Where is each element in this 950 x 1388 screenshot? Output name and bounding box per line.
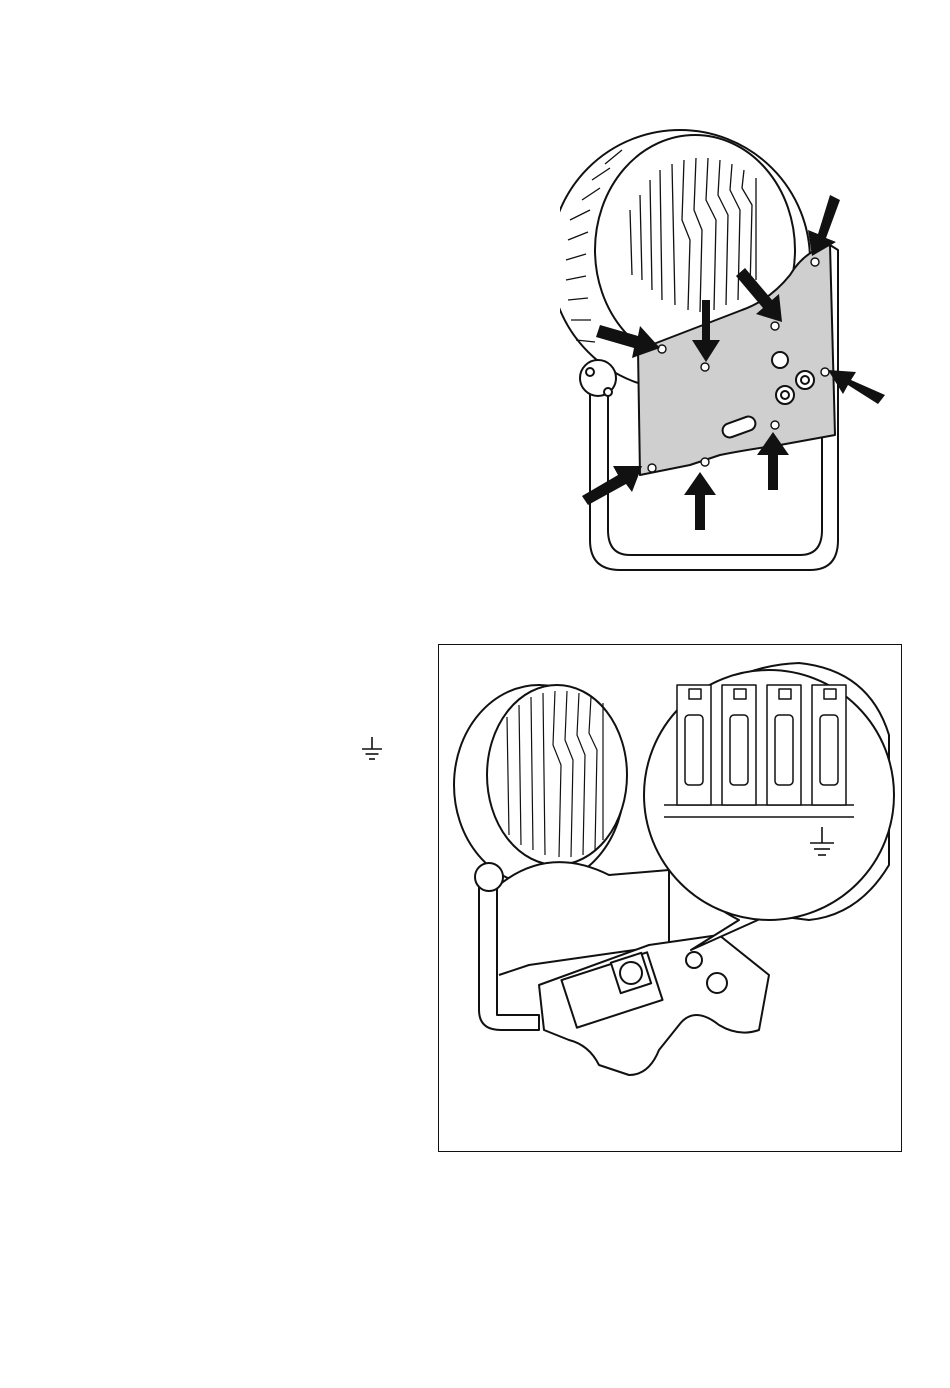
terminal-detail-figure bbox=[438, 644, 902, 1152]
cover-screws-figure bbox=[560, 100, 900, 580]
ground-icon bbox=[358, 737, 386, 763]
